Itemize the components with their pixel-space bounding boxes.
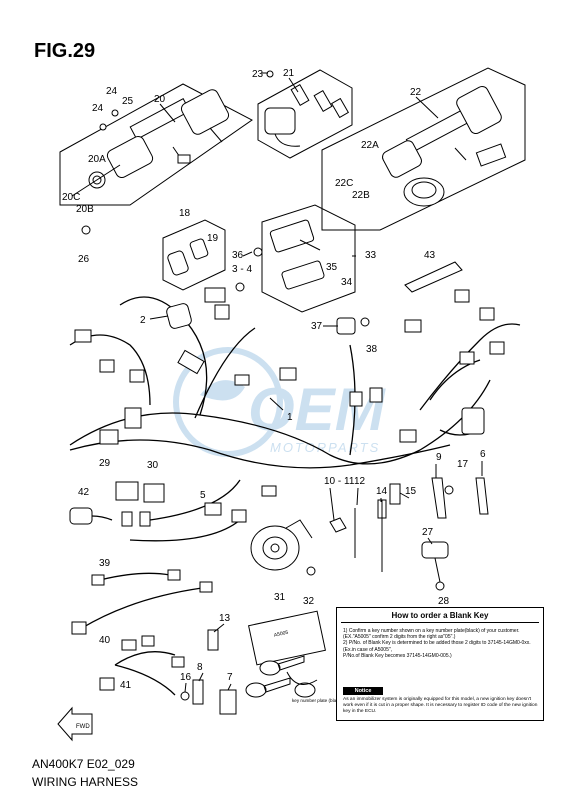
switch-assembly-group-20	[59, 83, 253, 206]
callout-labels: 24 24 25 20 20A 20C 20B 26 23 21 22 22A …	[62, 68, 486, 691]
callout-6: 6	[480, 449, 486, 460]
callout-12: 12	[354, 476, 366, 487]
plate-number: A5005	[273, 630, 289, 639]
callout-22: 22	[410, 87, 422, 98]
callout-36: 36	[232, 250, 244, 261]
callout-26: 26	[78, 254, 90, 265]
callout-42: 42	[78, 487, 90, 498]
callout-28: 28	[438, 596, 450, 607]
callout-22a: 22A	[361, 140, 379, 151]
callout-14: 14	[376, 486, 388, 497]
callout-20a: 20A	[88, 154, 106, 165]
callout-16: 16	[180, 672, 192, 683]
leader-lines	[149, 72, 483, 693]
callout-22c: 22C	[335, 178, 353, 189]
callout-9: 9	[436, 452, 442, 463]
callout-10-11: 10 - 11	[324, 476, 355, 487]
note-title: How to order a Blank Key	[391, 611, 489, 620]
callout-18: 18	[179, 208, 191, 219]
callout-43: 43	[424, 250, 436, 261]
horn-31	[250, 519, 313, 571]
clamps	[81, 70, 489, 715]
callout-22b: 22B	[352, 190, 370, 201]
callout-35: 35	[326, 262, 338, 273]
callout-34: 34	[341, 277, 353, 288]
note-step-2-example: (Ex.in case of A5005",	[343, 646, 393, 653]
note-step-1-example: (EX."A5005" confirm 2 digits from the ri…	[343, 634, 456, 641]
callout-19: 19	[207, 233, 219, 244]
sensor-27	[421, 541, 449, 591]
connectors	[74, 287, 505, 527]
note-steps: 1) Confirm a key number shown on a key n…	[343, 628, 539, 659]
callout-27: 27	[422, 527, 434, 538]
diagram-caption: WIRING HARNESS	[32, 775, 139, 789]
blank-key-note: How to order a Blank Key 1) Confirm a ke…	[336, 607, 544, 721]
notice-text: As an immobilizer system is originally e…	[343, 697, 538, 714]
callout-5: 5	[200, 490, 206, 501]
watermark-brand: OEM	[248, 376, 387, 443]
callout-29: 29	[99, 458, 111, 469]
notice-label: Notice	[343, 687, 383, 695]
note-step-2-example-2: P/No.of Blank Key becomes 37145-14GM0-00…	[343, 652, 452, 659]
fig-title: FIG.29	[34, 40, 96, 62]
fwd-label: FWD	[76, 724, 90, 730]
callout-2: 2	[140, 315, 146, 326]
callout-31: 31	[274, 592, 286, 603]
callout-7: 7	[227, 672, 233, 683]
tape-43	[404, 261, 463, 293]
model-code: AN400K7 E02_029	[32, 757, 135, 771]
note-step-2: 2) P/No. of Blank Key is determined to b…	[343, 640, 531, 647]
plate-caption: key number plate (black)	[292, 698, 343, 703]
callout-17: 17	[457, 459, 469, 470]
callout-32: 32	[303, 596, 315, 607]
callout-24a: 24	[106, 86, 118, 97]
callout-33: 33	[365, 250, 377, 261]
sub-harnesses	[69, 507, 213, 696]
callout-37: 37	[311, 321, 323, 332]
control-unit-group-33	[261, 204, 356, 313]
callout-23: 23	[252, 69, 264, 80]
callout-1: 1	[287, 412, 293, 423]
callout-40: 40	[99, 635, 111, 646]
callout-8: 8	[197, 662, 203, 673]
callout-39: 39	[99, 558, 111, 569]
main-harness	[69, 296, 521, 542]
switch-assembly-group-22	[321, 67, 526, 231]
note-divider	[341, 622, 539, 623]
fwd-arrow: FWD	[57, 706, 93, 742]
callout-15: 15	[405, 486, 417, 497]
note-step-1: 1) Confirm a key number shown on a key n…	[343, 628, 520, 634]
callout-41: 41	[120, 680, 132, 691]
callout-20b: 20B	[76, 204, 94, 215]
callout-20c: 20C	[62, 192, 80, 203]
callout-3-4: 3 - 4	[232, 264, 252, 275]
callout-20: 20	[154, 94, 166, 105]
callout-25: 25	[122, 96, 134, 107]
key-illustration: A5005 key number plate (black)	[245, 610, 343, 703]
switch-assembly-group-21	[257, 69, 353, 159]
relay-group-18	[162, 219, 226, 291]
callout-21: 21	[283, 68, 295, 79]
callout-13: 13	[219, 613, 231, 624]
callout-24b: 24	[92, 103, 104, 114]
callout-38: 38	[366, 344, 378, 355]
callout-30: 30	[147, 460, 159, 471]
